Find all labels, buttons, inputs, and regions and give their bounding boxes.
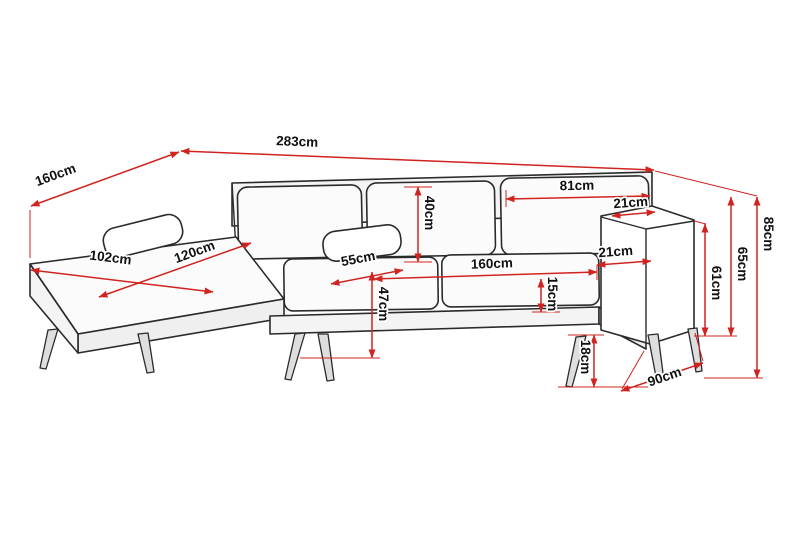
seat-cushion-right: [440, 252, 601, 308]
dim-label-total-height: 85cm: [761, 217, 776, 252]
dim-seat-cushion-thickness: 15cm: [532, 275, 562, 313]
dim-label-chaise-depth: 160cm: [33, 161, 78, 189]
dim-label-armrest-top-width: 21cm: [613, 194, 648, 211]
dim-label-armrest-width: 21cm: [598, 243, 633, 260]
dim-armrest-height: 61cm: [701, 223, 726, 337]
dim-armrest-width: 21cm: [596, 241, 652, 268]
leg-chaise-front: [39, 328, 59, 370]
dim-label-seat-height: 47cm: [376, 287, 391, 322]
dim-label-seat-width: 160cm: [471, 255, 514, 271]
dim-total-height: 85cm: [753, 196, 778, 379]
dim-label-overall-width: 283cm: [276, 133, 319, 150]
dim-label-seat-cushion-thickness: 15cm: [545, 277, 560, 312]
dim-seat-width: 160cm: [373, 254, 598, 283]
dim-label-back-cushion-width: 81cm: [560, 178, 595, 194]
leg-center-left: [284, 332, 306, 381]
dim-label-back-cushion-height: 40cm: [422, 196, 437, 231]
dim-back-cushion-height: 40cm: [404, 186, 439, 263]
dim-seat-height: 47cm: [300, 271, 393, 359]
dim-label-depth: 90cm: [646, 364, 684, 389]
dim-label-back-height: 65cm: [735, 247, 750, 282]
leg-chaise-right: [137, 332, 155, 374]
dim-label-leg-height: 18cm: [578, 340, 593, 375]
pillow-seat: [322, 224, 402, 262]
dim-label-armrest-height: 61cm: [709, 266, 724, 301]
armrest-inner-edges: [600, 216, 695, 342]
dim-back-height: 65cm: [727, 196, 752, 337]
armrest: [600, 205, 695, 345]
dim-right-heights: 61cm 65cm 85cm: [654, 170, 778, 379]
dim-armrest-top-width: 21cm: [611, 192, 656, 219]
dim-leg-height: 18cm: [558, 334, 648, 388]
dim-back-cushion-width: 81cm: [505, 176, 651, 207]
dim-overall-width: 283cm: [180, 131, 655, 174]
sofa-drawing: [29, 171, 703, 388]
